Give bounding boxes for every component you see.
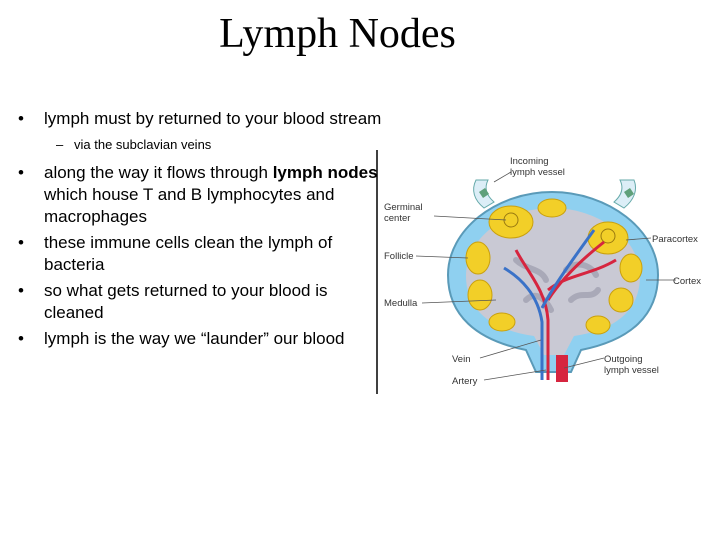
lymph-node-svg: Incoming lymph vessel Germinal center Pa…: [376, 150, 701, 394]
outgoing-vessel: [556, 355, 568, 382]
follicle-icon: [537, 198, 567, 218]
vein-label: Vein: [452, 354, 471, 365]
follicle-icon: [608, 287, 634, 313]
follicle-icon: [488, 205, 534, 239]
slide-title-text: Lymph Nodes: [219, 11, 456, 57]
germinal-center-icon: [600, 228, 616, 244]
outgoing-label: Outgoing: [604, 354, 643, 365]
sub-bullet-item: – via the subclavian veins: [18, 136, 388, 154]
vein-branches: [503, 229, 596, 380]
bullet-item: • so what gets returned to your blood is…: [18, 280, 388, 324]
germinal-label: Germinal: [384, 202, 423, 213]
bullet-item: • along the way it flows through lymph n…: [18, 162, 388, 228]
bullet-list: • lymph must by returned to your blood s…: [18, 108, 388, 354]
follicle-icon: [465, 241, 491, 275]
medulla-label: Medulla: [384, 298, 418, 309]
bullet-text: which house T and B lymphocytes and macr…: [44, 185, 335, 226]
valve-icon: [479, 188, 489, 198]
medullary-cords: [513, 257, 601, 313]
bullet-item: • lymph is the way we “launder” our bloo…: [18, 328, 388, 350]
bullet-item: • these immune cells clean the lymph of …: [18, 232, 388, 276]
lymph-node-diagram: Incoming lymph vessel Germinal center Pa…: [376, 150, 707, 394]
follicle-label: Follicle: [384, 251, 414, 262]
incoming-label-2: lymph vessel: [510, 167, 565, 178]
cortex-label: Cortex: [673, 276, 701, 287]
bullet-glyph: •: [18, 329, 24, 348]
sub-bullet-text: via the subclavian veins: [74, 137, 212, 152]
valve-icon: [624, 188, 634, 198]
outgoing-label-2: lymph vessel: [604, 365, 659, 376]
dash-glyph: –: [56, 137, 64, 152]
bullet-bold-text: lymph nodes: [272, 163, 378, 182]
slide-title: Lymph Nodes: [0, 10, 720, 58]
bullet-glyph: •: [18, 281, 24, 300]
bullet-item: • lymph must by returned to your blood s…: [18, 108, 388, 130]
incoming-label: Incoming: [510, 156, 549, 167]
bullet-glyph: •: [18, 109, 24, 128]
bullet-text: these immune cells clean the lymph of ba…: [44, 233, 333, 274]
follicle-icon: [585, 315, 611, 335]
incoming-vessel-right: [613, 179, 637, 209]
bullet-text: lymph must by returned to your blood str…: [44, 109, 382, 128]
bullet-text: along the way it flows through: [44, 163, 273, 182]
follicle-icon: [619, 253, 643, 283]
germinal-label-2: center: [384, 213, 410, 224]
bullet-text: so what gets returned to your blood is c…: [44, 281, 328, 322]
paracortex-label: Paracortex: [652, 234, 698, 245]
follicle-icon: [467, 279, 493, 311]
label-leaders: [415, 171, 676, 381]
bullet-glyph: •: [18, 233, 24, 252]
bullet-text: lymph is the way we “launder” our blood: [44, 329, 345, 348]
bullet-glyph: •: [18, 163, 24, 182]
artery-label: Artery: [452, 376, 478, 387]
follicle-icon: [488, 312, 516, 332]
